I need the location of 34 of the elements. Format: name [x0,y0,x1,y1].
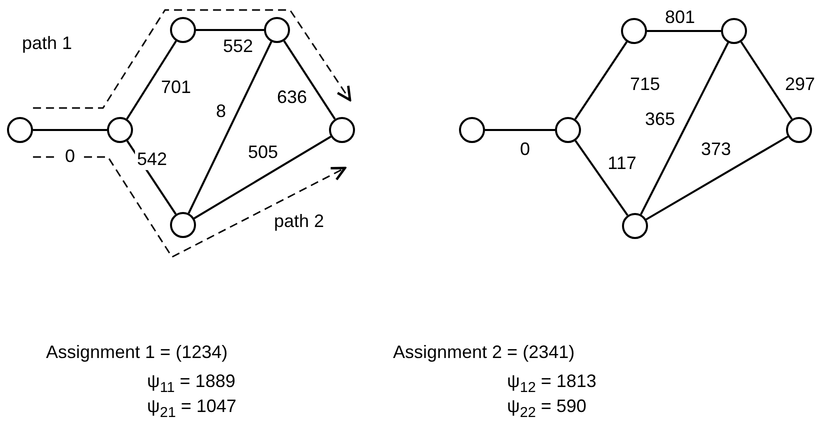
edge-label: 542 [134,150,170,170]
circle-node [459,117,485,143]
edge-line [647,30,721,32]
formula-text: ψ$_{22}$ = 590 [507,397,586,422]
circle-node [7,117,33,143]
circle-node [721,18,747,44]
circle-node [264,17,290,43]
path-label: path 1 [22,34,72,54]
edge-line [640,42,729,215]
circle-node [622,213,648,239]
circle-node [170,17,196,43]
formula-text: Assignment 1 = (1234) [46,343,228,363]
edge-line [188,41,272,214]
circle-node [555,117,581,143]
path-label: path 2 [274,212,324,232]
formula-text: ψ$_{21}$ = 1047 [147,397,236,422]
edge-line [283,40,336,120]
edge-line [196,29,264,31]
edge-line [485,129,555,131]
formula-text: ψ$_{11}$ = 1889 [147,372,236,397]
edge-line [740,41,793,120]
circle-node [621,18,647,44]
circle-node [786,117,812,143]
circle-node [170,212,196,238]
edge-line [574,140,628,216]
formula-text: Assignment 2 = (2341) [393,343,575,363]
edge-line [126,40,177,120]
circle-node [329,117,355,143]
edge-line [574,41,628,120]
circle-node [107,117,133,143]
edge-line [194,136,332,220]
edge-line [646,136,788,220]
edge-line [33,129,107,131]
formula-text: ψ$_{12}$ = 1813 [507,372,596,397]
